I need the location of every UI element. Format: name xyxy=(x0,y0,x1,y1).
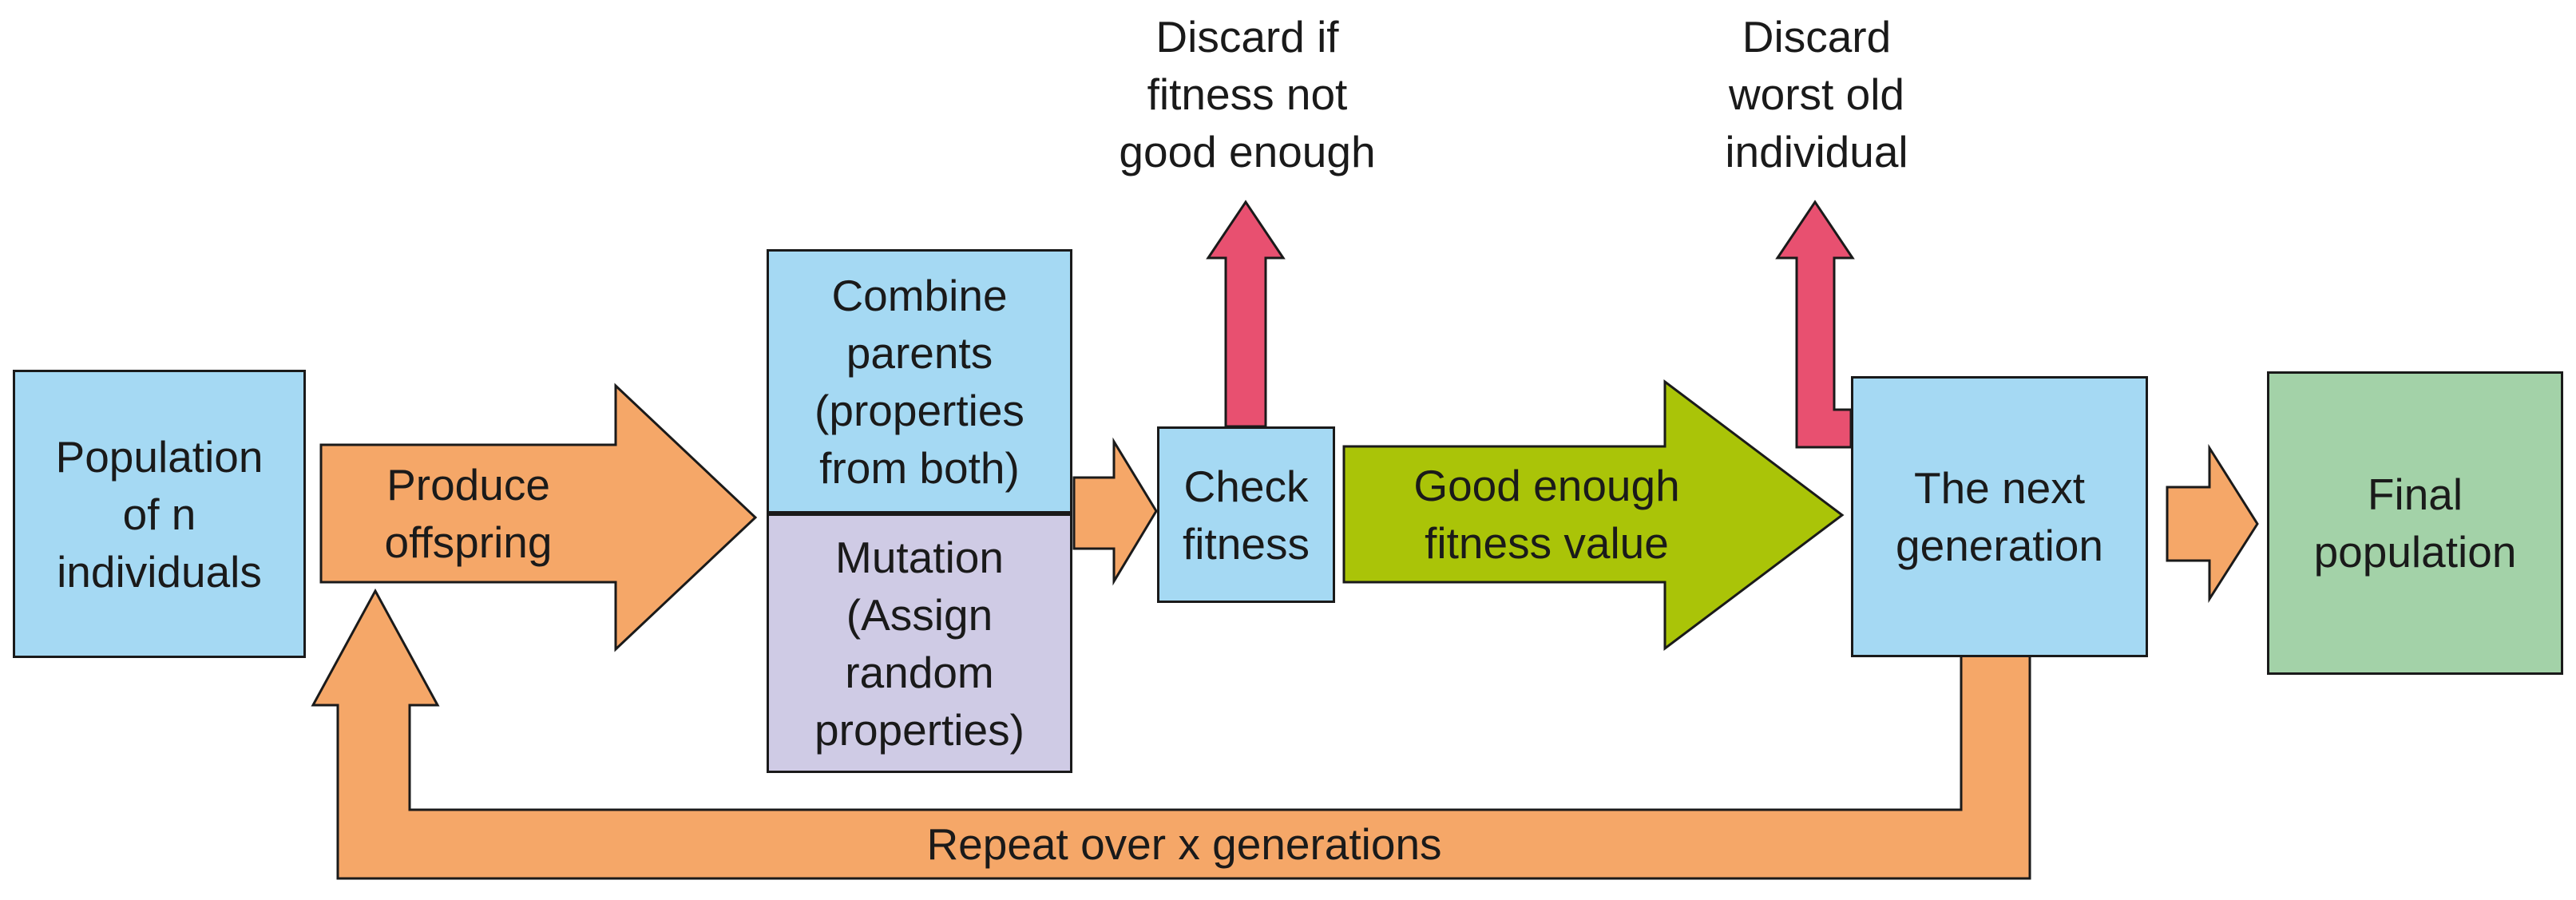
repeat-loop-label: Repeat over x generations xyxy=(926,819,1442,869)
final-population-label: Final population xyxy=(2313,470,2517,577)
combine-parents-label: Combine parents (properties from both) xyxy=(814,270,1024,493)
population-box: Population of n individuals xyxy=(13,370,306,658)
discard-fitness-label: Discard if fitness not good enough xyxy=(1119,12,1376,176)
combine-parents-box: Combine parents (properties from both) xyxy=(767,249,1072,513)
final-population-box: Final population xyxy=(2267,371,2563,675)
population-label: Population of n individuals xyxy=(55,431,264,597)
good-enough-arrow xyxy=(1342,379,1845,652)
good-enough-arrow-label-wrap: Good enough fitness value xyxy=(1355,446,1738,582)
mutation-label: Mutation (Assign random properties) xyxy=(814,532,1024,755)
produce-offspring-label: Produce offspring xyxy=(384,460,553,567)
check-fitness-box: Check fitness xyxy=(1157,426,1335,603)
discard-fitness-arrow xyxy=(1206,200,1286,428)
check-fitness-label: Check fitness xyxy=(1183,461,1310,569)
repeat-loop-label-wrap: Repeat over x generations xyxy=(386,810,1983,878)
good-enough-label: Good enough fitness value xyxy=(1413,461,1680,568)
discard-worst-label-wrap: Discard worst old individual xyxy=(1617,8,2016,180)
next-generation-box: The next generation xyxy=(1851,376,2148,657)
discard-fitness-label-wrap: Discard if fitness not good enough xyxy=(1048,8,1447,180)
produce-offspring-arrow xyxy=(319,383,758,652)
to-final-population-arrow xyxy=(2166,443,2259,604)
next-generation-label: The next generation xyxy=(1896,463,2103,570)
discard-worst-arrow xyxy=(1775,200,1855,449)
mutation-box: Mutation (Assign random properties) xyxy=(767,513,1072,773)
produce-offspring-arrow-label-wrap: Produce offspring xyxy=(321,445,616,582)
discard-worst-label: Discard worst old individual xyxy=(1725,12,1908,176)
to-check-fitness-arrow xyxy=(1072,437,1158,586)
